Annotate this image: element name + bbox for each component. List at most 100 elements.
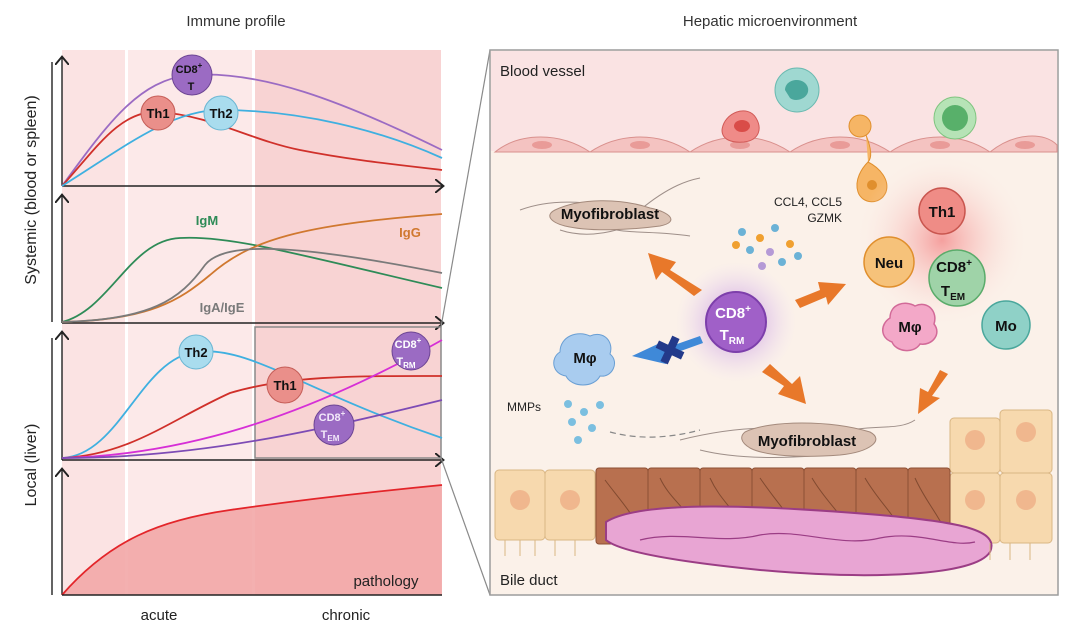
ccl-line1: CCL4, CCL5 — [774, 195, 842, 209]
micro-tem-label: CD8 — [936, 259, 966, 276]
neu-cell-badge: Neu — [863, 236, 915, 288]
cd8-t-badge: CD8+ T — [171, 54, 213, 96]
th1-curve — [61, 111, 443, 187]
tem-local-sub: EM — [327, 434, 339, 443]
arrow-to-top-myofib — [648, 253, 702, 296]
cytokine-dots — [732, 224, 802, 270]
igae-label: IgA/IgE — [200, 300, 245, 315]
mphi-right-cell-badge: Mφ — [882, 302, 938, 352]
center-trm-t: T — [720, 327, 729, 344]
mo-cell-badge: Mo — [981, 300, 1031, 350]
ccl-line2: GZMK — [807, 211, 842, 225]
th1-local-label: Th1 — [273, 378, 296, 393]
cd8-trm-center-badge: CD8+ TRM — [705, 291, 767, 353]
vessel-lymphocyte-icon — [933, 96, 977, 140]
myofibroblast-bottom-label: Myofibroblast — [758, 433, 856, 450]
arrow-right-down — [918, 370, 948, 414]
tem-local-label: CD8 — [319, 412, 341, 424]
cilia — [504, 540, 1031, 560]
macrophage-left-badge: Mφ — [553, 333, 615, 386]
igae-curve — [61, 247, 443, 323]
mmp-dashed-path — [609, 429, 701, 438]
systemic-axis-label: Systemic (blood or spleen) — [23, 95, 40, 284]
trm-local-label: CD8 — [395, 339, 417, 351]
zoom-box — [254, 326, 442, 459]
svg-text:CD8+: CD8+ — [936, 258, 972, 276]
myofibroblast-top-label: Myofibroblast — [561, 206, 659, 223]
bile-duct-label: Bile duct — [500, 572, 558, 589]
mmps-label: MMPs — [507, 400, 541, 414]
arrow-to-right — [795, 282, 846, 308]
trm-local-sub: RM — [403, 361, 416, 370]
cholangiocytes-left — [494, 469, 596, 541]
trm-local-curve — [61, 339, 443, 459]
th1-badge: Th1 — [140, 95, 176, 131]
cd8-badge-sup: + — [198, 61, 203, 70]
center-trm-sub: RM — [729, 336, 745, 347]
neu-label: Neu — [875, 255, 903, 272]
pathology-label: pathology — [353, 573, 419, 590]
svg-text:CD8+: CD8+ — [176, 61, 203, 76]
svg-text:CD8+: CD8+ — [319, 409, 346, 424]
endothelium-nuclei — [532, 141, 1035, 149]
vessel-monocyte-icon — [774, 67, 820, 113]
mphi-right-label: Mφ — [898, 319, 921, 336]
micro-th1-label: Th1 — [929, 204, 956, 221]
th1-cell-badge: Th1 — [918, 187, 966, 235]
panel2-axes — [62, 196, 442, 323]
igm-curve — [61, 236, 443, 323]
cd8-badge-t: T — [188, 81, 195, 93]
mo-label: Mo — [995, 318, 1017, 335]
arrows — [648, 253, 948, 414]
cholangiocytes-right — [949, 409, 1053, 544]
tem-local-badge: CD8+ TEM — [313, 404, 355, 446]
myofibroblast-top-shape — [519, 177, 701, 237]
svg-text:TRM: TRM — [396, 356, 416, 370]
local-axis-label: Local (liver) — [23, 424, 40, 507]
igm-label: IgM — [196, 213, 218, 228]
svg-text:TEM: TEM — [941, 283, 965, 303]
tem-local-curve — [61, 399, 443, 459]
right-title: Hepatic microenvironment — [683, 13, 858, 30]
svg-text:CD8+: CD8+ — [715, 304, 751, 322]
blocked-arrow-icon — [632, 335, 703, 365]
mmp-dots — [564, 400, 604, 444]
tem-local-sup: + — [341, 409, 346, 418]
igg-label: IgG — [399, 225, 421, 240]
tem-local-t: T — [321, 429, 328, 441]
micro-tem-t: T — [941, 283, 950, 300]
th1-local-badge: Th1 — [266, 366, 304, 404]
micro-tem-sup: + — [966, 258, 972, 269]
trm-local-badge: CD8+ TRM — [391, 331, 431, 371]
panel1-axes — [62, 58, 442, 186]
cd8-tem-cell-badge: CD8+ TEM — [928, 249, 986, 307]
acute-label: acute — [141, 607, 178, 624]
pathology-area — [62, 485, 442, 595]
th2-badge-label: Th2 — [209, 106, 232, 121]
svg-text:TEM: TEM — [321, 429, 340, 443]
blood-vessel-label: Blood vessel — [500, 63, 585, 80]
arrow-to-bottom-myofib — [762, 364, 806, 404]
cd8-badge-label: CD8 — [176, 64, 198, 76]
micro-tem-sub: EM — [950, 292, 965, 303]
extravasating-cell-icon — [721, 110, 760, 143]
svg-text:CD8+: CD8+ — [395, 336, 422, 351]
chronic-label: chronic — [322, 607, 371, 624]
trm-local-t: T — [396, 356, 403, 368]
pathology-curve — [61, 484, 443, 596]
th2-local-badge: Th2 — [178, 334, 214, 370]
left-title: Immune profile — [186, 13, 285, 30]
panel3-axes — [62, 333, 442, 460]
mphi-left-label: Mφ — [573, 350, 596, 367]
panel2-curves — [61, 213, 443, 323]
th2-badge: Th2 — [203, 95, 239, 131]
th1-badge-label: Th1 — [146, 106, 169, 121]
th2-local-label: Th2 — [184, 345, 207, 360]
zoom-connectors — [440, 49, 491, 596]
svg-text:TRM: TRM — [720, 327, 745, 347]
bile-duct-folds — [639, 532, 976, 544]
center-trm-label: CD8 — [715, 305, 745, 322]
myofibroblast-bottom-shape — [679, 419, 916, 458]
